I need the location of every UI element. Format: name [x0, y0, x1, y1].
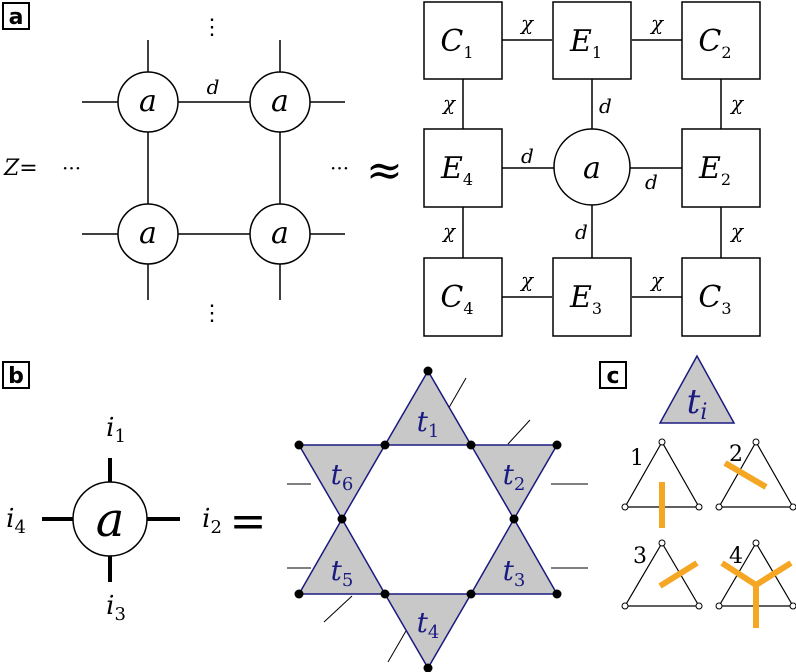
env-box-c3: [681, 257, 761, 337]
env-label-e4: E4: [440, 151, 473, 189]
kagome-vertices: [294, 366, 562, 672]
bond-chi-label: χ: [441, 91, 457, 115]
env-box-c2: [681, 1, 761, 80]
index-label-i1: i1: [106, 413, 126, 447]
site-tensor-label: a: [96, 492, 125, 548]
panel-b-label-box: [2, 361, 30, 389]
triangle-label-t4: t4: [417, 606, 440, 643]
config-number: 1: [630, 446, 644, 471]
dots-left: ···: [62, 156, 81, 180]
panel-c-label-box: [599, 361, 627, 389]
triangle-label-t3: t3: [503, 554, 526, 591]
tensor-legs: [42, 458, 180, 582]
vdots-bottom: ⋮: [201, 301, 223, 326]
tile-triangle: [658, 354, 736, 424]
env-label-c1: C1: [440, 24, 473, 62]
env-box-e4: [423, 128, 503, 208]
triangle-t3: [469, 517, 559, 595]
orange-string: [723, 460, 768, 490]
tile-label: ti: [687, 382, 708, 425]
bond-chi-label: χ: [729, 219, 745, 243]
index-label-i4: i4: [6, 504, 26, 538]
bond-d-label: d: [207, 75, 220, 99]
config-4: 4: [715, 539, 796, 628]
triangle-label-t2: t2: [503, 458, 526, 495]
env-box-e3: [552, 257, 632, 337]
orange-string: [658, 560, 699, 589]
config-2: 2: [715, 438, 796, 511]
env-box-e1: [552, 1, 632, 80]
bond-d-label: d: [599, 94, 612, 118]
dots-right: ···: [330, 156, 349, 180]
config-1: 1: [621, 438, 703, 528]
bond-d-label: d: [645, 170, 658, 194]
triangle-t6: [297, 444, 387, 521]
lattice-node: [249, 203, 311, 265]
env-label-c4: C4: [440, 280, 473, 318]
triangle-t5: [297, 517, 387, 595]
panel-b: b a i1 i2 i3 i4 =: [2, 361, 588, 672]
config-number: 2: [729, 442, 743, 467]
equals-sign: =: [230, 496, 267, 547]
panel-a: a a a a a d ⋮ ⋮ Z= ··· ··· ≈: [2, 1, 761, 337]
kagome-triangles: [297, 369, 559, 670]
env-label-c3: C3: [698, 280, 731, 318]
node-label: a: [271, 84, 289, 119]
bond-chi-label: χ: [519, 268, 535, 292]
env-box-e2: [681, 128, 761, 208]
bond-chi-label: χ: [649, 268, 665, 292]
triangle-t1: [383, 369, 473, 446]
lattice-node: [249, 71, 311, 133]
approx-sign: ≈: [366, 145, 403, 196]
bond-chi-label: χ: [649, 11, 665, 35]
triangle-label-t5: t5: [331, 554, 354, 591]
node-label: a: [139, 84, 157, 119]
triangle-label-t6: t6: [331, 458, 354, 495]
panel-c: c ti 1 2 3: [599, 354, 796, 628]
z-label: Z=: [3, 156, 38, 181]
index-label-i2: i2: [202, 504, 222, 538]
panel-a-label: a: [9, 5, 24, 30]
node-label: a: [139, 216, 157, 251]
environment-network: [462, 39, 722, 298]
panel-c-label: c: [606, 364, 619, 389]
panel-a-label-box: [2, 2, 30, 30]
triangle-labels: t1 t2 t3 t4 t5 t6: [331, 405, 526, 643]
site-tensor: [72, 481, 148, 557]
config-number: 4: [729, 544, 743, 569]
center-node-label: a: [583, 151, 601, 186]
triangle-t2: [469, 444, 559, 521]
triangle-label-t1: t1: [417, 405, 440, 442]
env-label-c2: C2: [698, 24, 731, 62]
node-label: a: [271, 216, 289, 251]
bond-chi-label: χ: [519, 11, 535, 35]
lattice-node: [117, 203, 179, 265]
env-box-c1: [423, 1, 503, 80]
config-number: 3: [633, 544, 647, 569]
triangle-t4: [383, 593, 473, 670]
bond-d-label: d: [575, 220, 588, 244]
panel-b-label: b: [8, 364, 24, 389]
vdots-top: ⋮: [201, 15, 223, 40]
kagome-external-legs: [287, 377, 588, 663]
center-node: [553, 128, 631, 206]
lattice-node: [117, 71, 179, 133]
env-label-e3: E3: [569, 280, 602, 318]
bond-chi-label: χ: [729, 91, 745, 115]
config-3: 3: [621, 539, 703, 610]
env-label-e1: E1: [569, 24, 602, 62]
env-label-e2: E2: [698, 151, 731, 189]
index-label-i3: i3: [106, 591, 126, 625]
env-box-c4: [423, 257, 503, 337]
bond-chi-label: χ: [441, 219, 457, 243]
bond-d-label: d: [521, 144, 534, 168]
orange-string: [720, 560, 793, 628]
